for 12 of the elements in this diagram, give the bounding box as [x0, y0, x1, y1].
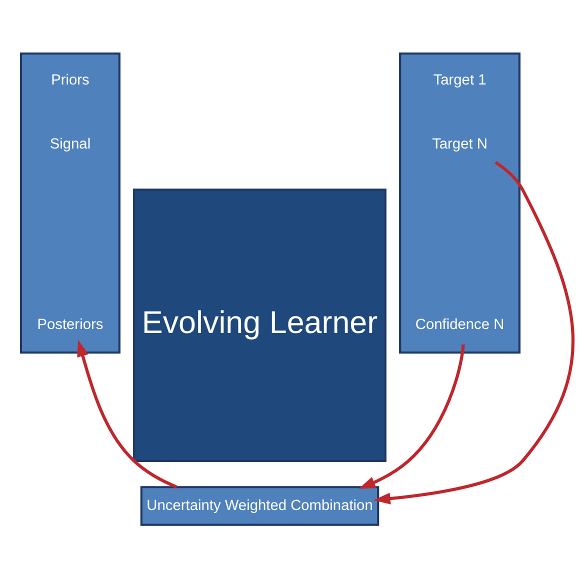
arrow — [374, 160, 574, 504]
arrow — [77, 340, 178, 488]
node-box: Uncertainty Weighted Combination — [140, 486, 380, 526]
node-text: Priors — [51, 72, 90, 89]
cluster — [399, 52, 521, 354]
node-text: Signal — [50, 136, 91, 153]
node-text: Confidence N — [415, 317, 504, 334]
node-box: Evolving Learner — [133, 188, 386, 462]
cluster — [20, 52, 120, 354]
node-text: Target N — [432, 136, 488, 153]
node-text: Target 1 — [433, 72, 486, 89]
node-text: Posteriors — [37, 317, 104, 334]
